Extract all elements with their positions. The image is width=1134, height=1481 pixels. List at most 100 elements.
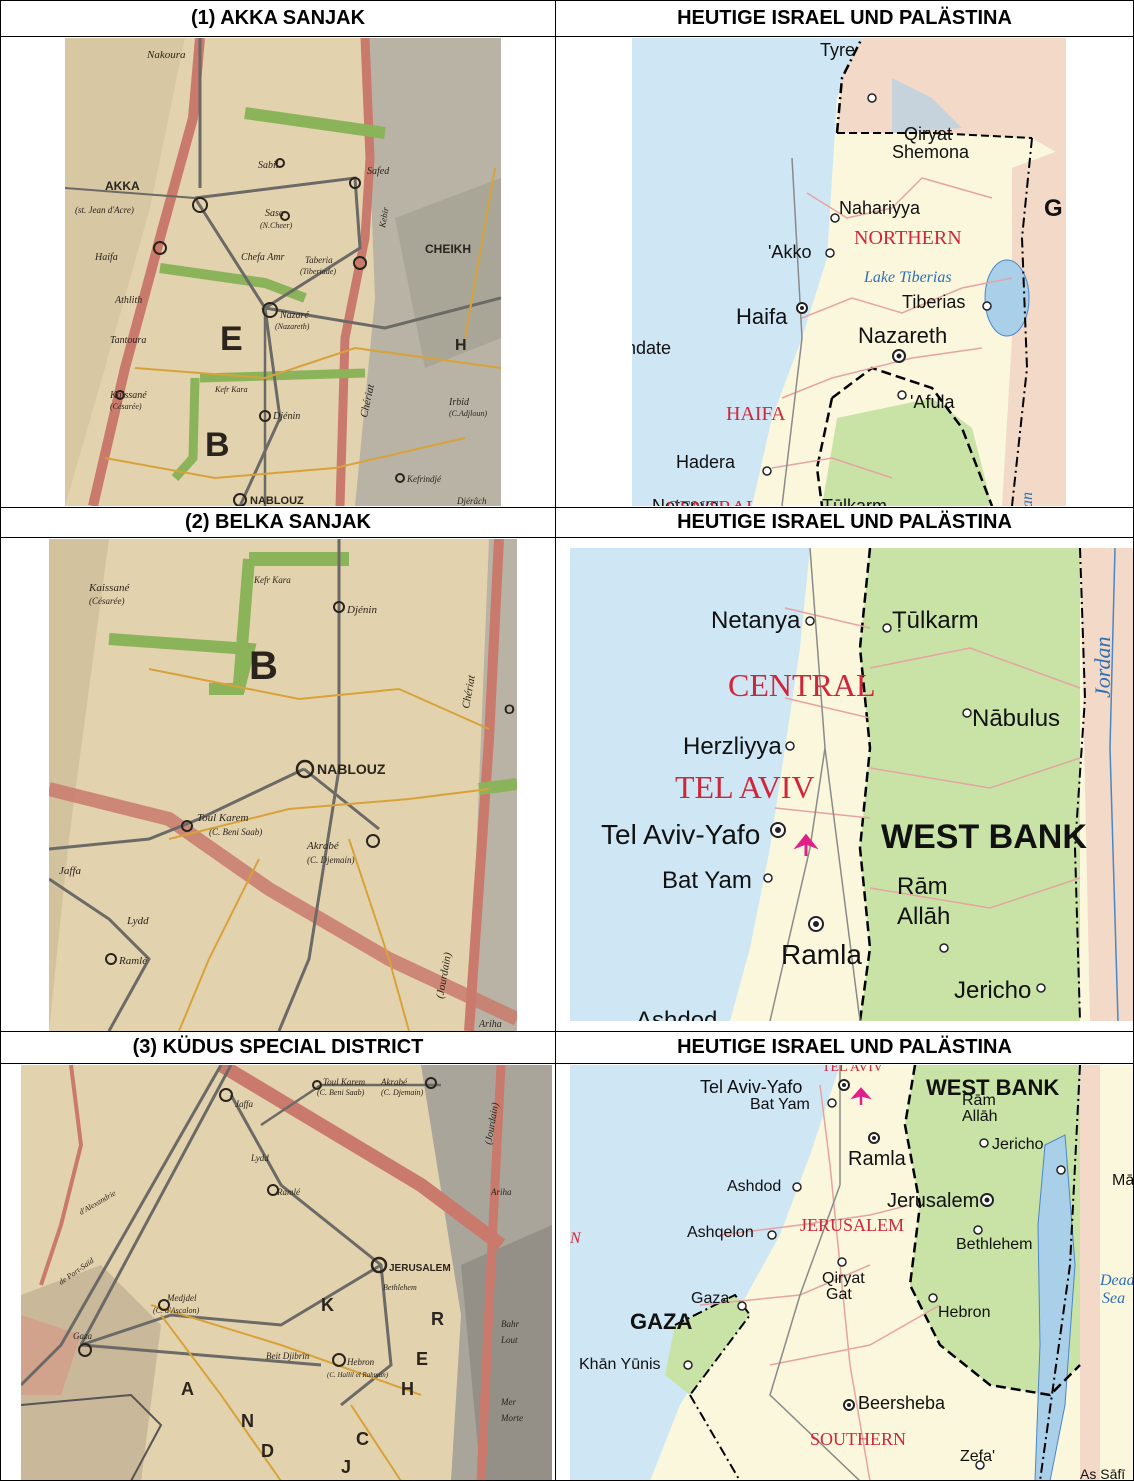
om2-label-16: O	[504, 701, 515, 717]
belka-sanjak-old-map: Kaissané (Césarée) Kefr Kara Djénin B NA…	[49, 539, 517, 1031]
mm3-label-4: Ramla	[848, 1148, 907, 1170]
mm1-label-12: ndate	[632, 338, 671, 358]
om1-label-6: (N.Cheer)	[260, 221, 293, 230]
row3-right-header: HEUTIGE ISRAEL UND PALÄSTINA	[555, 1031, 1134, 1064]
mm2-label-6: Rām	[897, 873, 948, 900]
om3-label-23: K	[321, 1295, 334, 1315]
om3-label-24: A	[181, 1379, 194, 1399]
om2-label-14: Chériat	[460, 673, 478, 709]
om3-label-5: Lydd	[250, 1153, 269, 1163]
mm1-label-10: Netanya	[652, 496, 720, 506]
om3-label-26: D	[261, 1441, 274, 1461]
mm3-region-1: WEST BANK	[926, 1075, 1059, 1100]
om1-label-10: CHEIKH	[425, 242, 471, 256]
row3-right-cell: Tel Aviv-Yafo Bat Yam Rām Allāh Ramla Je…	[555, 1063, 1134, 1481]
om1-label-20: (Césarée)	[110, 402, 142, 411]
om2-label-3: Djénin	[346, 604, 377, 616]
row3-left-header: (3) KÜDUS SPECIAL DISTRICT	[0, 1031, 556, 1064]
mm2-label-7: Allāh	[897, 903, 950, 930]
om3-label-4: Jaffa	[235, 1099, 253, 1109]
om3-label-6: Ramlé	[276, 1187, 301, 1197]
om3-label-19: Lout	[500, 1335, 518, 1345]
om3-label-30: E	[416, 1349, 428, 1369]
mm3-label-0: Tel Aviv-Yafo	[700, 1077, 802, 1097]
row2-right-cell: Netanya Ṭūlkarm Nābulus Herzliyya Tel Av…	[555, 537, 1134, 1032]
mm1-water-0: Lake Tiberias	[863, 269, 952, 286]
om3-label-27: J	[341, 1457, 351, 1477]
mm3-label-2: Rām	[962, 1092, 996, 1109]
mm3-label-5: Jericho	[992, 1136, 1044, 1153]
mm3-water-0: Dead	[1099, 1272, 1134, 1289]
om1-label-4: Safed	[367, 166, 390, 177]
mm3-region-3: GAZA	[630, 1309, 692, 1334]
mm3-label-17: Mā	[1112, 1172, 1134, 1189]
mm1-label-2: Shemona	[892, 142, 970, 162]
om1-label-12: Haifa	[94, 252, 118, 263]
mm2-label-1: Ṭūlkarm	[892, 607, 979, 634]
om2-label-9: (C. Djemain)	[307, 855, 355, 865]
row1-left-header: (1) AKKA SANJAK	[0, 0, 556, 37]
om3-label-1: (C. Beni Saab)	[317, 1088, 365, 1097]
mm2-region-1: TEL AVIV	[675, 769, 815, 805]
mm3-label-12: Gaza	[691, 1290, 729, 1307]
om1-label-21: Kefr Kara	[214, 385, 248, 394]
om3-label-13: Beit Djibrin	[266, 1351, 310, 1361]
om2-label-11: Lydd	[126, 915, 149, 927]
om1-label-19: Kaissané	[109, 390, 147, 401]
om1-label-11: Kebir	[377, 206, 391, 229]
om3-label-29: H	[401, 1379, 414, 1399]
mm1-label-4: 'Akko	[768, 242, 811, 262]
mm3-label-16: Zefa'	[960, 1448, 995, 1465]
mm1-label-5: Haifa	[736, 304, 788, 329]
mm3-label-11: Gat	[826, 1286, 852, 1303]
om1-label-3: Sabil	[258, 160, 279, 171]
mm1-label-14: an	[1019, 492, 1036, 506]
mm3-region-2: JERUSALEM	[800, 1215, 904, 1235]
om2-label-4: B	[249, 644, 278, 688]
mm3-label-7: Jerusalem	[887, 1190, 979, 1212]
om1-label-5: Sasa	[265, 208, 284, 219]
om3-label-28: C	[356, 1429, 369, 1449]
om1-label-8: Taberia	[305, 255, 333, 265]
kudus-district-old-map: Toul Karem (C. Beni Saab) Akrabé (C. Dje…	[21, 1065, 552, 1480]
om1-label-1: AKKA	[105, 179, 140, 193]
mm3-region-4: SOUTHERN	[810, 1429, 906, 1449]
om2-label-10: Jaffa	[59, 865, 81, 877]
mm2-label-9: Jericho	[954, 977, 1031, 1004]
om1-label-2: (st. Jean d'Acre)	[75, 205, 134, 215]
mm2-region-2: WEST BANK	[881, 818, 1087, 856]
om3-label-0: Toul Karem	[323, 1077, 366, 1087]
mm2-label-2: Nābulus	[972, 705, 1060, 732]
om3-label-11: JERUSALEM	[389, 1263, 451, 1274]
om3-label-18: Bahr	[501, 1319, 519, 1329]
mm3-label-9: Bethlehem	[956, 1236, 1033, 1253]
mm3-label-19: As Sāfī	[1080, 1466, 1125, 1481]
om3-label-15: (C. Hallil el Rahman)	[327, 1371, 389, 1379]
om3-label-21: Morte	[500, 1413, 523, 1423]
mm1-label-8: 'Afula	[910, 392, 955, 412]
om2-label-5: NABLOUZ	[317, 761, 386, 777]
row1-right-cell: Tyre Qiryat Shemona Nahariyya 'Akko Haif…	[555, 36, 1134, 508]
modern-map-central: Netanya Ṭūlkarm Nābulus Herzliyya Tel Av…	[570, 548, 1133, 1021]
om1-label-7: Chefa Amr	[241, 252, 285, 263]
om3-label-31: R	[431, 1309, 444, 1329]
akka-sanjak-old-map: Nakoura AKKA (st. Jean d'Acre) Sabil Saf…	[65, 38, 501, 506]
mm3-label-13: Hebron	[938, 1304, 990, 1321]
mm3-label-14: Khān Yūnis	[579, 1356, 661, 1373]
om1-label-14: Tantoura	[110, 335, 146, 346]
om1-label-24: (C.Adjloun)	[449, 409, 487, 418]
row3-left-cell: Toul Karem (C. Beni Saab) Akrabé (C. Dje…	[0, 1063, 556, 1481]
modern-map-north: Tyre Qiryat Shemona Nahariyya 'Akko Haif…	[632, 38, 1066, 506]
om1-label-0: Nakoura	[146, 49, 186, 61]
om2-label-1: (Césarée)	[89, 596, 125, 606]
om3-label-25: N	[241, 1411, 254, 1431]
om1-label-27: Kefrindjé	[406, 474, 442, 484]
mm1-label-13: G	[1044, 195, 1063, 222]
mm2-label-0: Netanya	[711, 607, 801, 634]
row2-left-cell: Kaissané (Césarée) Kefr Kara Djénin B NA…	[0, 537, 556, 1032]
mm2-region-0: CENTRAL	[728, 667, 876, 703]
mm3-label-6: Ashdod	[727, 1178, 781, 1195]
mm1-label-1: Qiryat	[904, 124, 952, 144]
mm2-label-8: Ramla	[781, 939, 862, 970]
om1-label-9: (Tiberiade)	[300, 267, 336, 276]
